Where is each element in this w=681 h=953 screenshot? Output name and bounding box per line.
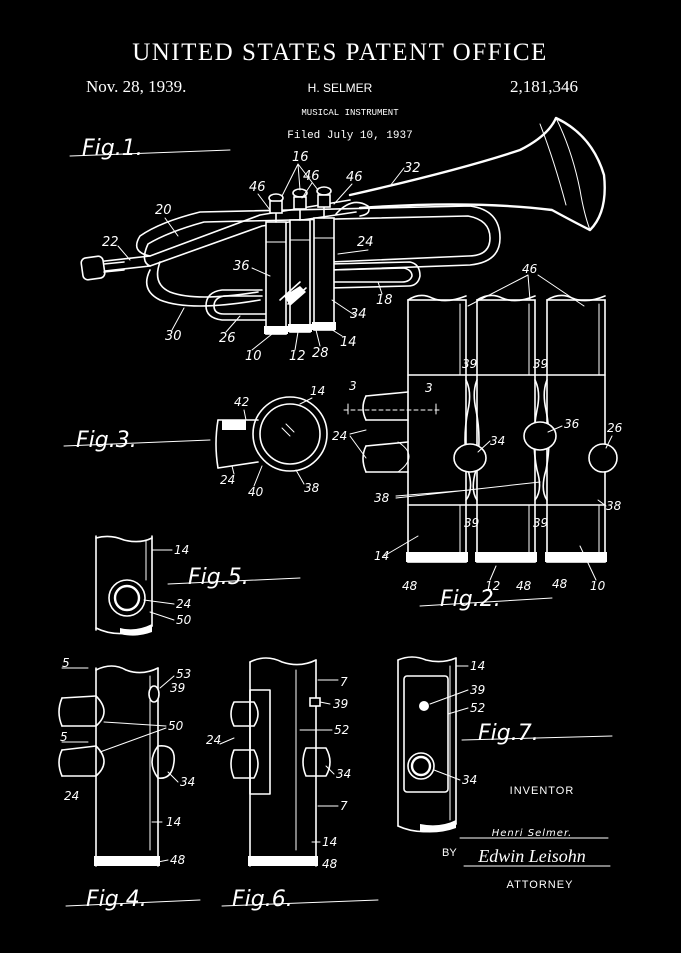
fig1-ref: 36 <box>233 259 250 274</box>
fig2-valves: Fig.2. 46 39 39 36 34 26 3 3 24 38 38 39… <box>332 262 623 612</box>
patent-number: 2,181,346 <box>510 77 578 96</box>
fig3-ref: 42 <box>234 395 249 409</box>
fig1-ref: 32 <box>404 161 421 176</box>
fig7-ref: 34 <box>462 773 477 787</box>
fig2-ref: 48 <box>552 577 568 591</box>
attorney-signature: Edwin Leisohn <box>477 846 586 866</box>
fig7-front-view: Fig.7. 14 39 52 34 <box>397 656 613 833</box>
fig1-ref: 12 <box>289 349 306 364</box>
fig4-ref: 14 <box>166 815 181 829</box>
fig1-label: Fig.1. <box>82 136 143 161</box>
fig4-ref: 48 <box>170 853 186 867</box>
fig6-ref: 34 <box>336 767 351 781</box>
fig6-ref: 39 <box>333 697 348 711</box>
fig6-label: Fig.6. <box>232 887 293 912</box>
fig6-ref: 52 <box>334 723 349 737</box>
fig5-ref: 14 <box>174 543 189 557</box>
fig4-ref: 39 <box>170 681 185 695</box>
fig1-ref: 34 <box>350 307 367 322</box>
fig6-ref: 48 <box>322 857 338 871</box>
fig5-label: Fig.5. <box>188 565 249 590</box>
fig4-side-view: Fig.4. 5 53 39 50 5 34 24 14 48 <box>58 656 201 912</box>
fig2-ref: 14 <box>374 549 389 563</box>
fig3-ref: 38 <box>304 481 320 495</box>
fig1-ref: 28 <box>312 346 329 361</box>
fig2-label: Fig.2. <box>440 587 501 612</box>
by-label: BY <box>442 847 457 859</box>
fig4-ref: 5 <box>60 730 68 744</box>
fig2-ref: 39 <box>462 357 477 371</box>
fig1-ref: 30 <box>165 329 182 344</box>
fig3-ref: 40 <box>248 485 264 499</box>
fig2-ref: 26 <box>607 421 623 435</box>
fig1-ref: 16 <box>292 150 309 165</box>
fig1-ref: 14 <box>340 335 357 350</box>
fig4-ref: 5 <box>62 656 70 670</box>
fig7-label: Fig.7. <box>478 721 539 746</box>
fig1-ref: 10 <box>245 349 262 364</box>
fig2-ref: 3 <box>349 379 357 393</box>
fig5-ref: 24 <box>176 597 191 611</box>
fig7-ref: 14 <box>470 659 485 673</box>
fig6-side-view: Fig.6. 7 39 52 24 34 7 14 48 <box>206 657 379 912</box>
fig4-ref: 24 <box>64 789 79 803</box>
fig6-ref: 7 <box>340 799 348 813</box>
fig2-ref: 24 <box>332 429 347 443</box>
patent-date: Nov. 28, 1939. <box>86 77 186 96</box>
fig2-ref: 38 <box>374 491 390 505</box>
fig2-ref: 38 <box>606 499 622 513</box>
fig2-ref: 39 <box>533 516 548 530</box>
fig6-ref: 24 <box>206 733 221 747</box>
fig1-ref: 20 <box>155 203 172 218</box>
fig1-ref: 46 <box>346 170 363 185</box>
fig4-ref: 34 <box>180 775 195 789</box>
fig2-ref: 39 <box>533 357 548 371</box>
fig2-ref: 10 <box>590 579 606 593</box>
fig1-ref: 26 <box>219 331 236 346</box>
inventor-heading: INVENTOR <box>510 785 575 797</box>
fig3-ref: 14 <box>310 384 325 398</box>
fig2-ref: 34 <box>490 434 505 448</box>
fig7-ref: 39 <box>470 683 485 697</box>
fig2-ref: 36 <box>564 417 580 431</box>
fig1-ref: 22 <box>102 235 119 250</box>
fig6-ref: 7 <box>340 675 348 689</box>
fig4-label: Fig.4. <box>86 887 147 912</box>
attorney-heading: ATTORNEY <box>507 879 574 891</box>
fig2-ref: 12 <box>485 579 500 593</box>
filed-date: Filed July 10, 1937 <box>287 130 412 142</box>
fig4-ref: 53 <box>176 667 191 681</box>
fig1-ref: 18 <box>376 293 393 308</box>
fig7-ref: 52 <box>470 701 485 715</box>
fig5-tube-port: Fig.5. 14 24 50 <box>95 535 301 636</box>
patent-office-title: UNITED STATES PATENT OFFICE <box>132 39 548 66</box>
fig1-trumpet: Fig.1. <box>69 116 606 364</box>
fig6-ref: 14 <box>322 835 337 849</box>
fig2-ref: 3 <box>425 381 433 395</box>
fig5-ref: 50 <box>176 613 192 627</box>
fig3-label: Fig.3. <box>76 428 137 453</box>
fig4-ref: 50 <box>168 719 184 733</box>
invention-title: MUSICAL INSTRUMENT <box>301 108 399 118</box>
fig2-ref: 39 <box>464 516 479 530</box>
fig1-ref: 24 <box>357 235 374 250</box>
inventor-signature: Henri Selmer. <box>492 828 573 839</box>
fig3-ref: 24 <box>220 473 235 487</box>
fig1-ref: 46 <box>249 180 266 195</box>
fig2-ref: 48 <box>402 579 418 593</box>
inventor-name: H. SELMER <box>308 81 373 95</box>
fig2-ref: 46 <box>522 262 538 276</box>
fig3-cross-section: Fig.3. 14 42 24 40 38 <box>63 384 328 499</box>
fig2-ref: 48 <box>516 579 532 593</box>
signature-block: INVENTOR Henri Selmer. BY Edwin Leisohn … <box>442 785 611 891</box>
fig1-ref: 46 <box>303 169 320 184</box>
